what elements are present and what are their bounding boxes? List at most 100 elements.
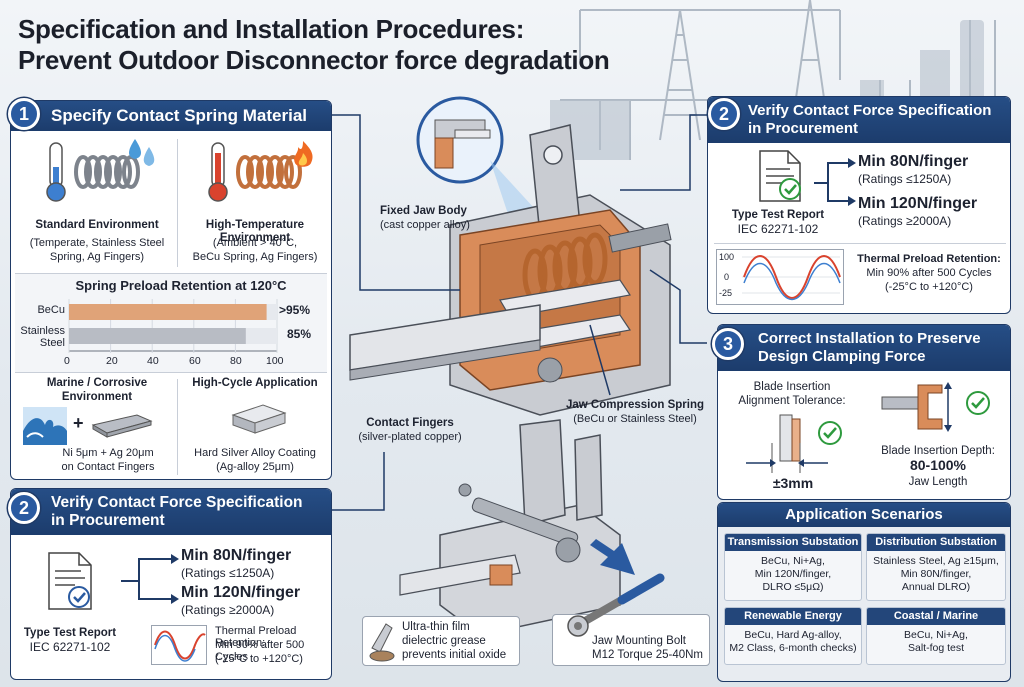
scenario-card-coastal: Coastal / Marine BeCu, Ni+Ag, Salt-fog t… [866,607,1006,665]
panel-1-header: Specify Contact Spring Material [11,101,331,131]
thermal-title-bottom: Thermal Preload Retention: [215,625,297,649]
spec1-note-top: (Ratings ≤1250A) [858,172,952,186]
high-temp-env-desc-1: (Ambient > 40°C, [212,237,298,249]
scenario-line: Annual DLRO) [901,581,971,593]
wave-tick-100: 100 [719,252,735,262]
panel-application-scenarios: Application Scenarios Transmission Subst… [717,502,1011,682]
thermal-cycle-wave-chart [716,249,844,305]
silver-block-icon [231,404,287,434]
spring-desc: (BeCu or Stainless Steel) [573,413,697,425]
panel-1-number-badge: 1 [8,98,40,130]
panel-spring-material: Specify Contact Spring Material Standard… [10,100,332,480]
grease-line-2: dielectric grease [402,635,486,647]
scenario-line: Min 80N/finger, [900,568,972,580]
report-title-top: Type Test Report [731,209,825,221]
marine-title-1: Marine / Corrosive [46,377,148,389]
spec1-note-bottom: (Ratings ≤1250A) [181,566,275,580]
thermal-desc-2-top: (-25°C to +120°C) [885,281,973,293]
scenarios-header: Application Scenarios [718,503,1010,527]
fingers-desc: (silver-plated copper) [358,431,462,443]
panel-3-number-badge: 3 [712,328,744,360]
report-title-bottom: Type Test Report [23,627,117,639]
scenario-title: Renewable Energy [725,608,861,625]
scenario-card-distribution: Distribution Substation Stainless Steel,… [866,533,1006,601]
thermal-desc-1-bottom: Min 90% after 500 Cycles [215,639,305,663]
thermal-title-top: Thermal Preload Retention: [857,253,1001,265]
panel-3-heading-1: Correct Installation to Preserve [758,330,981,347]
panel-contact-force-top: Verify Contact Force Specification in Pr… [707,96,1011,314]
coil-spring-becu-icon [236,155,302,189]
scenario-line: Salt-fog test [907,642,965,654]
coil-spring-steel-icon [74,155,140,189]
panel-2t-heading-1: Verify Contact Force Specification [748,102,992,119]
insertion-depth-diagram [881,382,990,432]
scenario-card-renewable: Renewable Energy BeCu, Hard Ag-alloy, M2… [724,607,862,665]
title-line-2: Prevent Outdoor Disconnector force degra… [18,45,610,75]
high-cycle-desc-1: Hard Silver Alloy Coating [194,447,316,459]
callout-contact-fingers: Contact Fingers (silver-plated copper) [350,416,470,444]
panel-3-heading-2: Design Clamping Force [758,348,926,365]
panel-2b-header: Verify Contact Force Specification in Pr… [11,489,331,535]
alignment-diagram [746,414,842,473]
spec1-top: Min 80N/finger [858,153,969,170]
plus-sign: + [73,413,84,433]
report-std-top: IEC 62271-102 [737,222,819,236]
standard-env-desc-2: Spring, Ag Fingers) [49,251,145,263]
x-tick-20: 20 [106,355,118,367]
high-temp-env-title: High-Temperature Environment [205,219,305,244]
bar-label-stainless-line-1: Stainless [20,325,65,337]
panel-3-header: Correct Installation to Preserve Design … [718,325,1010,371]
chart-title: Spring Preload Retention at 120°C [75,278,287,293]
bar-value-becu: >95% [279,303,311,317]
panel-2t-number-badge: 2 [708,98,740,130]
branch-arrows [121,554,179,604]
standard-env-title: Standard Environment [35,219,159,231]
panel-1-heading: Specify Contact Spring Material [51,106,307,125]
thermal-desc-1-top: Min 90% after 500 Cycles [866,267,992,279]
bolt-line-1: Jaw Mounting Bolt [592,635,686,647]
standard-env-desc-1: (Temperate, Stainless Steel [29,237,165,249]
disconnector-illustration [349,96,672,636]
bar-value-stainless: 85% [287,327,312,341]
fixed-jaw-title: Fixed Jaw Body [380,205,467,217]
spec1-bottom: Min 80N/finger [181,547,292,564]
callout-compression-spring: Jaw Compression Spring (BeCu or Stainles… [560,398,710,426]
spec2-bottom: Min 120N/finger [181,584,301,601]
align-title-2: Alignment Tolerance: [738,395,846,407]
scenario-title: Coastal / Marine [867,608,1005,625]
grease-tube-icon [369,623,395,662]
high-cycle-title: High-Cycle Application [192,377,318,389]
fixed-jaw-desc: (cast copper alloy) [380,219,470,231]
panel-2b-number-badge: 2 [8,492,40,524]
report-document-icon-top [759,150,801,202]
scenario-line: DLRO ≤5μΩ) [762,581,824,593]
bolt-line-2: M12 Torque 25-40Nm [592,649,704,661]
preload-retention-chart [68,299,278,353]
scenario-line: M2 Class, 6-month checks) [729,642,857,654]
high-temp-env-desc-2: BeCu Spring, Ag Fingers) [192,251,318,263]
x-tick-100: 100 [266,355,284,367]
panel-installation: Correct Installation to Preserve Design … [717,324,1011,500]
scenario-title: Distribution Substation [867,534,1005,551]
scenario-line: BeCu, Ni+Ag, [761,555,825,567]
title-line-1: Specification and Installation Procedure… [18,14,525,44]
high-cycle-desc-2: (Ag-alloy 25μm) [216,461,294,473]
divider-vertical-2 [177,379,178,475]
spec2-top: Min 120N/finger [858,195,978,212]
panel-2b-heading-2: in Procurement [51,512,165,529]
bar-becu [69,304,267,320]
thermometer-hot-icon [208,142,228,202]
bar-label-becu: BeCu [37,304,65,316]
depth-title: Blade Insertion Depth: [881,445,995,457]
depth-value: 80-100% [909,457,967,473]
wave-icon [23,407,67,445]
x-tick-40: 40 [147,355,159,367]
coated-finger-icon [91,414,153,438]
flame-icon [294,141,313,167]
x-tick-80: 80 [230,355,242,367]
page-title: Specification and Installation Procedure… [18,14,658,76]
marine-desc-1: Ni 5μm + Ag 20μm [62,447,154,459]
fingers-title: Contact Fingers [366,417,454,429]
scenario-card-transmission: Transmission Substation BeCu, Ni+Ag, Min… [724,533,862,601]
